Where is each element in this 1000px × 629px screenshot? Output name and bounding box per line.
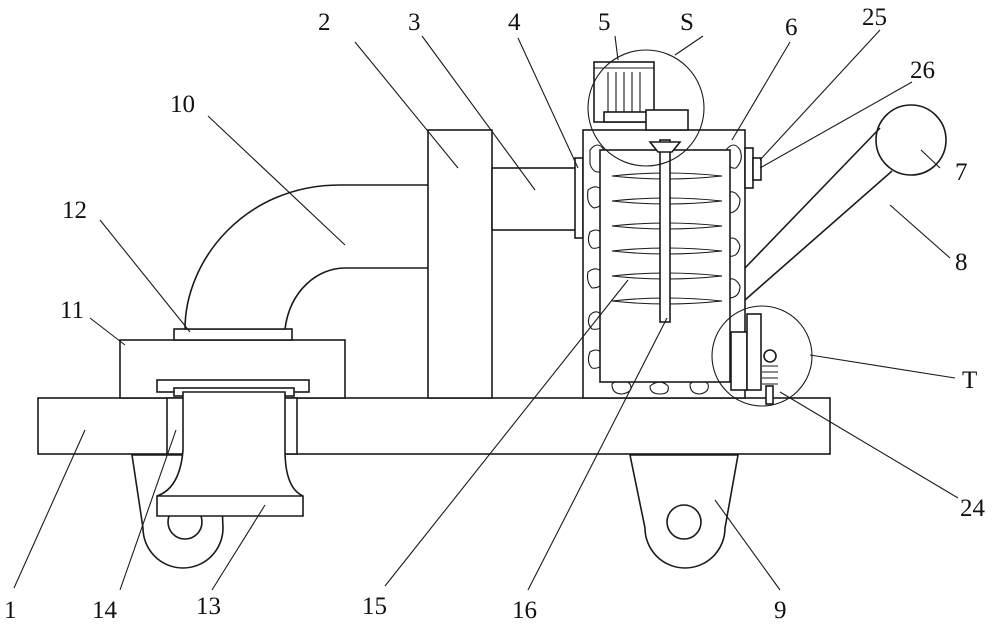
label-2: 2 — [318, 9, 331, 36]
suction-nozzle — [156, 391, 304, 517]
inlet-plate — [574, 157, 584, 239]
label-11: 11 — [60, 297, 84, 324]
suction-pipe — [184, 184, 431, 330]
label-16: 16 — [512, 597, 537, 624]
label-3: 3 — [408, 9, 421, 36]
label-7: 7 — [955, 159, 968, 186]
label-25: 25 — [862, 4, 887, 31]
helical-blades — [611, 172, 723, 305]
label-8: 8 — [955, 249, 968, 276]
label-15: 15 — [362, 593, 387, 620]
base-plate — [37, 397, 831, 455]
fan-housing — [427, 129, 493, 399]
leader-lines — [13, 29, 959, 591]
cable-reel — [875, 104, 947, 176]
label-26: 26 — [910, 57, 935, 84]
label-1: 1 — [4, 597, 17, 624]
rotating-shaft — [659, 139, 671, 323]
label-6: 6 — [785, 14, 798, 41]
detail-circle-t — [711, 305, 813, 407]
label-24: 24 — [960, 495, 986, 522]
rear-wheel-assembly — [629, 454, 739, 569]
label-s: S — [680, 9, 694, 36]
label-5: 5 — [598, 9, 611, 36]
label-14: 14 — [92, 597, 118, 624]
side-mount — [744, 147, 762, 189]
label-12: 12 — [62, 197, 87, 224]
clamp-assembly — [730, 313, 778, 405]
connecting-duct — [491, 167, 579, 231]
label-t: T — [962, 367, 977, 394]
label-9: 9 — [774, 597, 787, 624]
label-4: 4 — [508, 9, 521, 36]
label-10: 10 — [170, 91, 195, 118]
handle-bar — [744, 127, 893, 301]
flange — [173, 328, 293, 341]
label-13: 13 — [196, 593, 221, 620]
detail-circle-s — [587, 49, 705, 167]
